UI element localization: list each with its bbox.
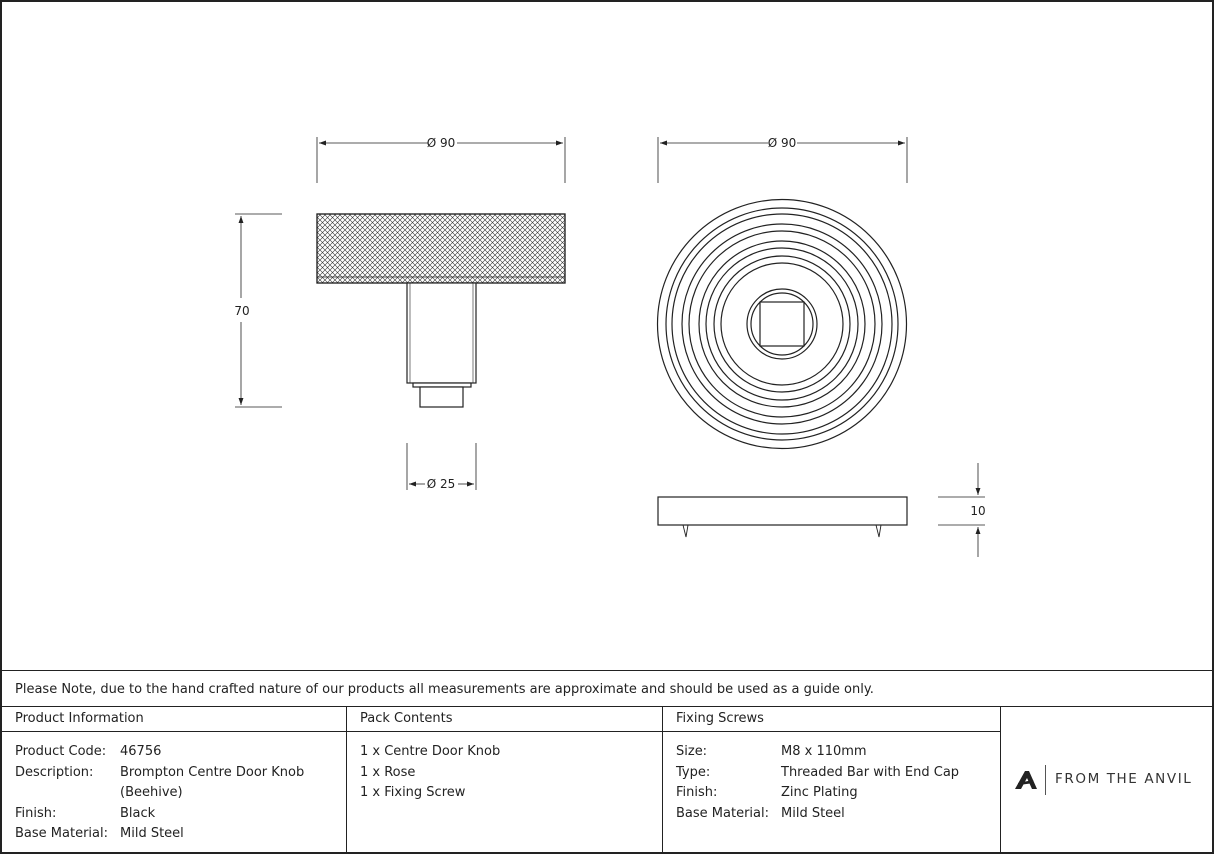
- product-information-heading: Product Information: [2, 707, 346, 732]
- rose-thickness-dimension: [938, 463, 985, 557]
- knob-side-view: [316, 213, 566, 408]
- rose-diameter-dimension: [657, 137, 908, 183]
- screw-row-base-material: Base Material: Mild Steel: [676, 805, 845, 821]
- pack-item: 1 x Centre Door Knob: [360, 744, 501, 759]
- rose-front-view: [656, 198, 908, 450]
- product-information-panel: Product Information Product Code: 46756 …: [2, 707, 347, 852]
- rose-thickness-label: 10: [970, 504, 985, 518]
- spindle-diameter-dimension: [406, 443, 477, 490]
- info-row-product-code: Product Code: 46756: [15, 744, 162, 759]
- info-row-finish: Finish: Black: [15, 805, 156, 821]
- square-spindle-hole: [759, 301, 805, 347]
- knob-height-dimension: [235, 213, 282, 408]
- rose-side-view: [657, 496, 908, 538]
- pack-contents-panel: Pack Contents 1 x Centre Door Knob 1 x R…: [347, 707, 663, 852]
- knob-diameter-label: Ø 90: [427, 136, 456, 150]
- knob-diameter-dimension: [316, 137, 566, 183]
- brand-name: FROM THE ANVIL: [1055, 771, 1193, 787]
- knob-stud: [419, 386, 464, 408]
- knob-shank: [406, 282, 477, 384]
- info-row-description: Description: Brompton Centre Door Knob (…: [15, 764, 305, 801]
- brand-panel: FROM THE ANVIL: [1001, 707, 1212, 852]
- screw-row-size: Size: M8 x 110mm: [676, 744, 867, 759]
- spindle-diameter-label: Ø 25: [427, 477, 456, 491]
- disclaimer-row: Please Note, due to the hand crafted nat…: [2, 670, 1212, 707]
- info-row-base-material: Base Material: Mild Steel: [15, 826, 184, 841]
- fixing-screws-panel: Fixing Screws Size: M8 x 110mm Type: Thr…: [663, 707, 1001, 852]
- disclaimer-text: Please Note, due to the hand crafted nat…: [15, 682, 874, 697]
- technical-drawing: Ø 90 70 Ø 25 Ø 90: [234, 136, 986, 557]
- knurled-knob-head: [316, 213, 566, 284]
- brand-separator: [1045, 765, 1046, 795]
- rose-diameter-label: Ø 90: [768, 136, 797, 150]
- knob-height-label: 70: [234, 304, 249, 318]
- anvil-a-logo-icon: [1015, 771, 1037, 789]
- fixing-screws-heading: Fixing Screws: [663, 707, 1000, 732]
- pack-item: 1 x Rose: [360, 764, 416, 780]
- knob-collar: [412, 382, 472, 388]
- pack-item: 1 x Fixing Screw: [360, 785, 466, 800]
- pack-contents-heading: Pack Contents: [347, 707, 662, 732]
- screw-row-finish: Finish: Zinc Plating: [676, 785, 858, 800]
- screw-row-type: Type: Threaded Bar with End Cap: [676, 764, 960, 780]
